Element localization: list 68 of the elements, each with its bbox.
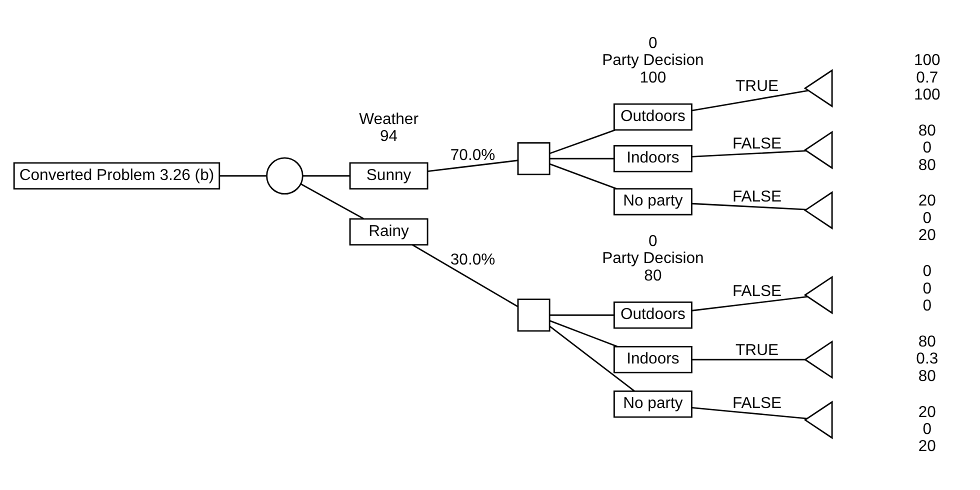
edge-label: FALSE [732, 188, 782, 205]
connector [550, 314, 614, 316]
connector [550, 320, 618, 347]
node-label: Party Decision [602, 52, 704, 69]
node-label: 0 [922, 209, 932, 226]
node-label: 80 [644, 266, 662, 284]
edge-label: TRUE [736, 342, 779, 359]
node-box: Outdoors [613, 102, 692, 130]
node-label: 100 [640, 68, 666, 86]
connector [219, 174, 266, 176]
node-box: Indoors [613, 144, 692, 172]
node-label: 94 [380, 128, 398, 145]
edge-label: TRUE [736, 77, 779, 94]
node-label: 0 [648, 34, 658, 52]
node-triangle [804, 68, 833, 108]
edge-label: FALSE [732, 282, 782, 300]
connector [692, 202, 806, 210]
node-box: Converted Problem 3.26 (b) [13, 162, 220, 189]
node-label: 100 [914, 52, 940, 69]
node-label: 0 [648, 232, 658, 250]
node-label: 100 [914, 86, 940, 103]
connector [550, 157, 614, 159]
connector [692, 296, 808, 311]
connector [692, 406, 808, 419]
node-triangle [804, 190, 833, 230]
connector [692, 150, 806, 157]
node-box: Sunny [349, 162, 428, 189]
node-triangle [804, 340, 833, 378]
node-box [517, 298, 550, 332]
node-box: No party [613, 390, 692, 418]
node-box [517, 142, 550, 175]
node-label: 0 [922, 262, 932, 280]
connector [300, 183, 364, 219]
node-label: 80 [918, 156, 936, 174]
node-label: 0.3 [916, 350, 938, 368]
node-label: 20 [918, 192, 936, 210]
edge-label: FALSE [732, 394, 782, 412]
node-label: Party Decision [602, 250, 704, 267]
node-circle [266, 156, 304, 194]
node-box: Outdoors [613, 301, 692, 328]
node-box: Indoors [613, 346, 692, 373]
node-triangle [804, 275, 833, 314]
node-label: 20 [918, 438, 936, 455]
node-box: No party [613, 188, 692, 215]
edge-label: FALSE [732, 134, 782, 152]
edge-label: 70.0% [450, 146, 496, 164]
node-label: 0 [922, 280, 932, 297]
connector [692, 89, 808, 111]
node-triangle [804, 130, 833, 169]
connector [550, 128, 616, 154]
connector [427, 159, 518, 172]
node-label: 20 [918, 403, 936, 420]
node-label: 0 [922, 297, 932, 314]
connector [550, 162, 617, 189]
node-label: 80 [918, 332, 936, 350]
node-label: Weather [359, 110, 418, 128]
node-box: Rainy [349, 218, 428, 245]
node-label: 0.7 [916, 68, 938, 86]
node-triangle [804, 400, 833, 439]
connector [302, 174, 350, 176]
node-label: 20 [918, 226, 936, 244]
connector [412, 244, 518, 307]
edge-label: 30.0% [450, 251, 496, 268]
connector [692, 358, 806, 360]
node-label: 80 [918, 367, 936, 384]
node-label: 0 [922, 420, 932, 438]
node-label: 80 [918, 122, 936, 139]
node-label: 0 [922, 139, 932, 156]
